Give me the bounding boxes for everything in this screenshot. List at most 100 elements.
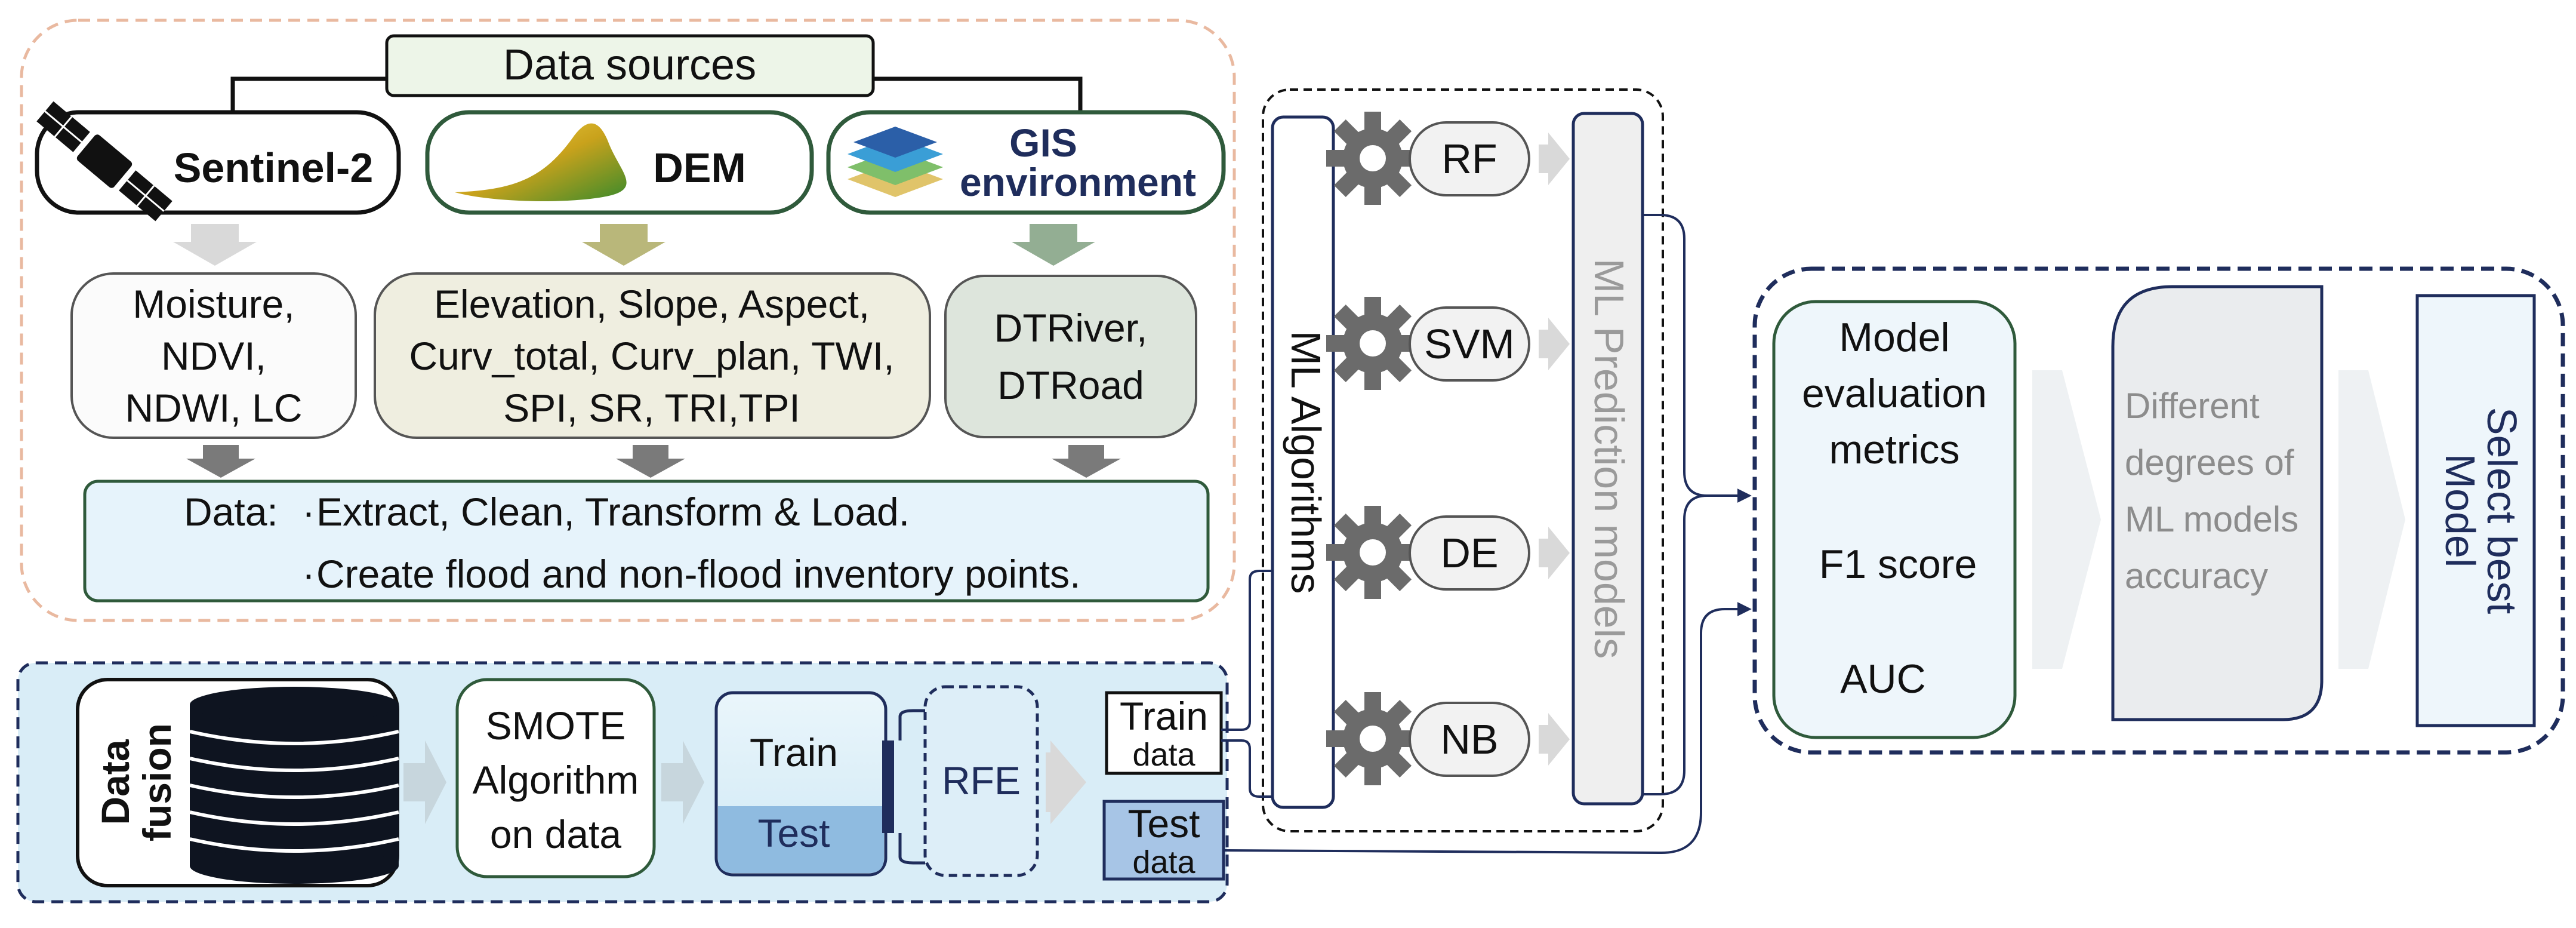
- connector-test-to-evaluation: [1223, 602, 1752, 855]
- model-rf-box: [1409, 121, 1530, 196]
- metrics-title-line-1: Model: [1839, 315, 1949, 360]
- arrow-fusion-to-smote: [403, 740, 446, 824]
- gear-icon: [1326, 297, 1419, 390]
- database-icon: [189, 687, 399, 884]
- model-row-rf: RF: [1326, 112, 1570, 205]
- accuracy-line-4: accuracy: [2125, 556, 2268, 596]
- sentinel-label: Sentinel-2: [174, 145, 374, 191]
- dem-variable-3: SPI, SR, TRI,TPI: [503, 386, 800, 430]
- gis-label-line1: GIS: [1009, 121, 1077, 165]
- connector-train-to-algorithms-bottom: [1221, 739, 1272, 798]
- ml-prediction-box: [1572, 112, 1644, 806]
- train-data-line-1: Train: [1120, 694, 1208, 738]
- arrow-nb: [1539, 713, 1570, 766]
- connector-predictions-bottom: [1643, 494, 1708, 795]
- test-data-line-1: Test: [1127, 801, 1200, 846]
- test-portion: [718, 806, 884, 873]
- smote-box: [455, 678, 656, 878]
- train-data-box: [1105, 691, 1223, 775]
- ml-prediction-label: ML Prediction models: [1586, 259, 1632, 659]
- dem-variable-1: Elevation, Slope, Aspect,: [434, 282, 870, 326]
- metrics-title-line-3: metrics: [1829, 427, 1959, 472]
- connector-train-to-algorithms-top: [1221, 570, 1272, 731]
- test-label: Test: [757, 811, 830, 855]
- metric-f1: F1 score: [1819, 542, 1977, 587]
- ml-algorithms-label: ML Algorithms: [1283, 331, 1329, 594]
- gis-variable-1: DTRiver,: [994, 306, 1148, 350]
- metrics-title-line-2: evaluation: [1802, 371, 1987, 416]
- train-data-line-2: data: [1132, 737, 1195, 773]
- arrow-metrics-to-accuracy: [2032, 370, 2101, 669]
- data-processing-step-2: Create flood and non-flood inventory poi…: [316, 552, 1081, 596]
- bullet-create: ·: [302, 552, 315, 596]
- dem-variables-box: [374, 272, 931, 439]
- ml-algorithms-box: [1271, 115, 1335, 809]
- accuracy-line-3: ML models: [2125, 499, 2298, 539]
- arrow-sentinel-to-data: [186, 445, 255, 478]
- ml-panel: [1262, 88, 1664, 832]
- data-fusion-label-line1: Data: [93, 739, 137, 825]
- model-rf-label: RF: [1441, 136, 1497, 182]
- model-row-de: DE: [1326, 506, 1570, 599]
- test-data-line-2: data: [1132, 844, 1195, 880]
- bracket-to-rfe-top: [898, 709, 925, 740]
- gis-variable-2: DTRoad: [997, 363, 1144, 407]
- data-fusion-label-line2: fusion: [135, 723, 179, 841]
- model-svm-box: [1409, 306, 1530, 382]
- arrow-accuracy-to-select: [2338, 370, 2405, 669]
- arrow-smote-to-split: [661, 740, 704, 824]
- rfe-label: RFE: [942, 758, 1021, 803]
- gis-layers-icon: [848, 127, 943, 197]
- metric-auc: AUC: [1840, 656, 1926, 702]
- arrow-sentinel-down: [173, 224, 257, 266]
- sentinel-variables-box: [70, 272, 357, 439]
- smote-line-2: Algorithm: [473, 758, 639, 802]
- gear-icon: [1326, 112, 1419, 205]
- gear-icon: [1326, 692, 1419, 785]
- gis-variables-box: [944, 275, 1197, 438]
- model-de-box: [1409, 515, 1530, 591]
- arrow-dem-down: [582, 224, 665, 266]
- evaluation-panel: [1752, 266, 2565, 755]
- model-svm-label: SVM: [1424, 321, 1515, 367]
- model-nb-box: [1409, 702, 1530, 777]
- arrow-gis-to-data: [1052, 445, 1121, 478]
- accuracy-box: [2111, 285, 2324, 721]
- rfe-box: [923, 685, 1039, 877]
- data-sources-panel: [20, 19, 1236, 622]
- satellite-icon: [36, 101, 172, 222]
- data-sources-title-box: [385, 34, 875, 97]
- test-data-box: [1102, 800, 1225, 881]
- arrow-gis-down: [1012, 224, 1095, 266]
- select-line-2: Model: [2437, 454, 2483, 568]
- select-best-model-box: [2415, 294, 2536, 727]
- sentinel-variable-2: NDVI,: [161, 334, 266, 378]
- accuracy-line-1: Different: [2125, 386, 2260, 426]
- connector-predictions-top: [1643, 214, 1752, 503]
- bullet-extract: ·: [302, 490, 315, 534]
- dem-variable-2: Curv_total, Curv_plan, TWI,: [409, 334, 894, 378]
- split-bar: [882, 740, 894, 833]
- select-line-1: Select best: [2479, 407, 2525, 614]
- train-label: Train: [750, 730, 838, 775]
- bracket-to-rfe-bottom: [898, 833, 925, 865]
- arrow-dem-to-data: [616, 445, 685, 478]
- gis-label-line2: environment: [960, 160, 1196, 204]
- arrow-rf: [1539, 133, 1570, 185]
- terrain-icon: [455, 123, 627, 201]
- gis-source-box: [826, 110, 1226, 215]
- data-processing-box: [83, 480, 1210, 603]
- model-row-svm: SVM: [1326, 297, 1570, 390]
- metrics-box: [1772, 300, 2017, 739]
- model-row-nb: NB: [1326, 692, 1570, 785]
- data-processing-prefix: Data:: [184, 490, 278, 534]
- sentinel-variable-3: NDWI, LC: [125, 386, 303, 430]
- sentinel-variable-1: Moisture,: [133, 282, 294, 326]
- arrow-svm: [1539, 318, 1570, 370]
- smote-line-1: SMOTE: [486, 703, 626, 748]
- gear-icon: [1326, 506, 1419, 599]
- model-nb-label: NB: [1440, 716, 1498, 763]
- data-processing-step-1: Extract, Clean, Transform & Load.: [316, 490, 910, 534]
- data-sources-title: Data sources: [503, 41, 756, 89]
